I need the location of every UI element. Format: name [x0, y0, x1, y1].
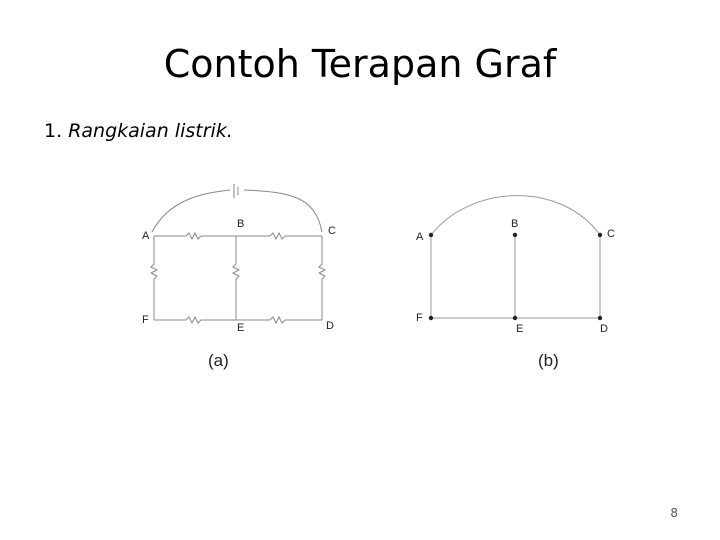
graph-diagram-b	[430, 195, 601, 319]
arc-left-wire	[151, 189, 231, 233]
graph-label-f: F	[416, 312, 423, 324]
node-label-e: E	[237, 322, 244, 334]
resistor-icon	[149, 263, 159, 280]
resistor-icon	[231, 263, 241, 280]
node-label-a: A	[142, 230, 150, 242]
arc-right-wire	[243, 189, 323, 233]
node-label-d: D	[326, 320, 334, 332]
bullet-number: 1.	[44, 120, 63, 142]
vertex-d	[597, 315, 603, 321]
resistor-icon	[317, 263, 327, 280]
circuit-labels-a: A B C F E D (a)	[142, 218, 336, 370]
graph-label-c: C	[607, 228, 615, 240]
edge-a-c	[430, 195, 601, 236]
resistor-icon	[269, 315, 286, 325]
vertex-f	[428, 315, 434, 321]
vertex-c	[597, 232, 603, 238]
battery-icon	[233, 184, 239, 198]
circuit-diagram-a	[149, 184, 327, 325]
node-label-c: C	[328, 225, 336, 237]
graph-vertices-b	[428, 232, 603, 321]
vertex-a	[428, 232, 434, 238]
page-number: 8	[670, 506, 678, 520]
graph-labels-b: A B C F E D (b)	[416, 218, 615, 370]
vertex-e	[512, 315, 518, 321]
caption-a: (a)	[208, 351, 229, 370]
bullet-item: 1. Rangkaian listrik.	[44, 120, 233, 142]
resistor-icon	[269, 231, 286, 241]
resistor-icon	[185, 315, 202, 325]
slide-title: Contoh Terapan Graf	[163, 42, 557, 86]
bullet-text: Rangkaian listrik.	[68, 120, 233, 142]
graph-label-d: D	[600, 323, 608, 335]
caption-b: (b)	[538, 351, 559, 370]
node-label-f: F	[142, 314, 149, 326]
graph-label-a: A	[416, 231, 424, 243]
vertex-b	[512, 232, 518, 238]
graph-label-b: B	[511, 218, 518, 230]
graph-label-e: E	[516, 323, 523, 335]
node-label-b: B	[237, 218, 244, 230]
resistor-icon	[185, 231, 202, 241]
